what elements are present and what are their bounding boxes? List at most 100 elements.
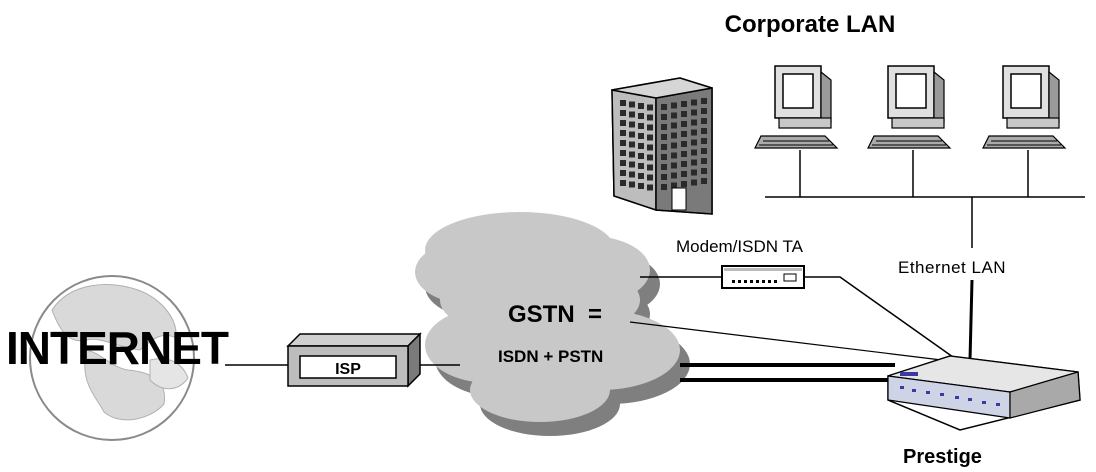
building-window — [691, 99, 697, 106]
building-window — [691, 109, 697, 116]
building-window — [681, 151, 687, 157]
corporate-lan-title: Corporate LAN — [725, 11, 896, 38]
building-window — [671, 172, 677, 179]
building-window — [647, 124, 653, 131]
building-window — [647, 184, 653, 191]
building-window — [638, 103, 644, 109]
building-window — [661, 184, 667, 190]
building-window — [701, 118, 707, 124]
building-window — [647, 174, 653, 181]
building-window — [638, 173, 644, 179]
building-window — [661, 104, 667, 110]
building-window — [620, 130, 626, 136]
building-window — [681, 161, 687, 167]
globe-icon — [29, 275, 195, 441]
building-window — [647, 144, 653, 151]
prestige-label: Prestige — [903, 446, 982, 468]
building-window — [629, 181, 635, 188]
building-window — [638, 113, 644, 119]
building-window — [661, 154, 667, 160]
building-window — [647, 134, 653, 141]
building-window — [691, 119, 697, 126]
building-window — [620, 140, 626, 146]
computer-3-icon — [982, 65, 1067, 149]
building-window — [661, 124, 667, 130]
building-window — [701, 168, 707, 174]
building-window — [681, 101, 687, 107]
building-window — [620, 120, 626, 126]
building-window — [629, 101, 635, 108]
building-window — [691, 149, 697, 156]
building-window — [691, 129, 697, 136]
isp-label: ISP — [335, 361, 361, 378]
building-window — [681, 181, 687, 187]
building-window — [681, 121, 687, 127]
building-window — [691, 139, 697, 146]
computer-1-icon — [754, 65, 839, 149]
cloud-icon — [415, 212, 690, 436]
building-window — [691, 159, 697, 166]
building-window — [701, 138, 707, 144]
building-window — [671, 132, 677, 139]
building-window — [671, 112, 677, 119]
building-window — [691, 169, 697, 176]
building-window — [629, 151, 635, 158]
building-window — [701, 128, 707, 134]
building-window — [661, 144, 667, 150]
building-window — [629, 121, 635, 128]
building-window — [620, 150, 626, 156]
building-window — [629, 131, 635, 138]
office-building-icon — [611, 77, 713, 215]
building-window — [661, 134, 667, 140]
router-icon — [887, 355, 1081, 431]
building-window — [671, 162, 677, 169]
building-window — [671, 152, 677, 159]
building-window — [620, 110, 626, 116]
building-window — [671, 122, 677, 129]
building-window — [638, 123, 644, 129]
building-window — [647, 104, 653, 111]
building-window — [691, 179, 697, 186]
computer-2-icon — [867, 65, 952, 149]
building-window — [671, 142, 677, 149]
connection-lines — [225, 276, 961, 382]
building-window — [661, 114, 667, 120]
ethernet-link — [968, 279, 974, 361]
building-window — [647, 164, 653, 171]
building-window — [681, 131, 687, 137]
gstn-label: GSTN = — [508, 301, 602, 328]
building-window — [661, 174, 667, 180]
building-window — [638, 143, 644, 149]
modem-icon — [721, 265, 805, 289]
building-window — [701, 108, 707, 114]
building-window — [701, 98, 707, 104]
building-window — [681, 111, 687, 117]
ethernet-lan-label: Ethernet LAN — [898, 258, 1006, 277]
building-window — [638, 153, 644, 159]
building-window — [620, 170, 626, 176]
building-window — [629, 111, 635, 118]
building-window — [681, 171, 687, 177]
building-window — [661, 164, 667, 170]
building-window — [620, 180, 626, 186]
building-window — [629, 161, 635, 168]
building-window — [629, 141, 635, 148]
building-window — [701, 178, 707, 184]
building-window — [701, 148, 707, 154]
building-window — [620, 100, 626, 106]
building-window — [701, 158, 707, 164]
building-window — [671, 182, 677, 189]
lan-bus — [765, 150, 1085, 248]
building-window — [638, 183, 644, 189]
isdn-pstn-label: ISDN + PSTN — [498, 347, 603, 366]
isp-device-icon — [286, 332, 422, 388]
building-window — [629, 171, 635, 178]
building-window — [681, 141, 687, 147]
building-window — [638, 163, 644, 169]
building-window — [620, 160, 626, 166]
building-window — [647, 114, 653, 121]
building-window — [638, 133, 644, 139]
modem-isdn-ta-label: Modem/ISDN TA — [676, 237, 804, 256]
building-window — [647, 154, 653, 161]
